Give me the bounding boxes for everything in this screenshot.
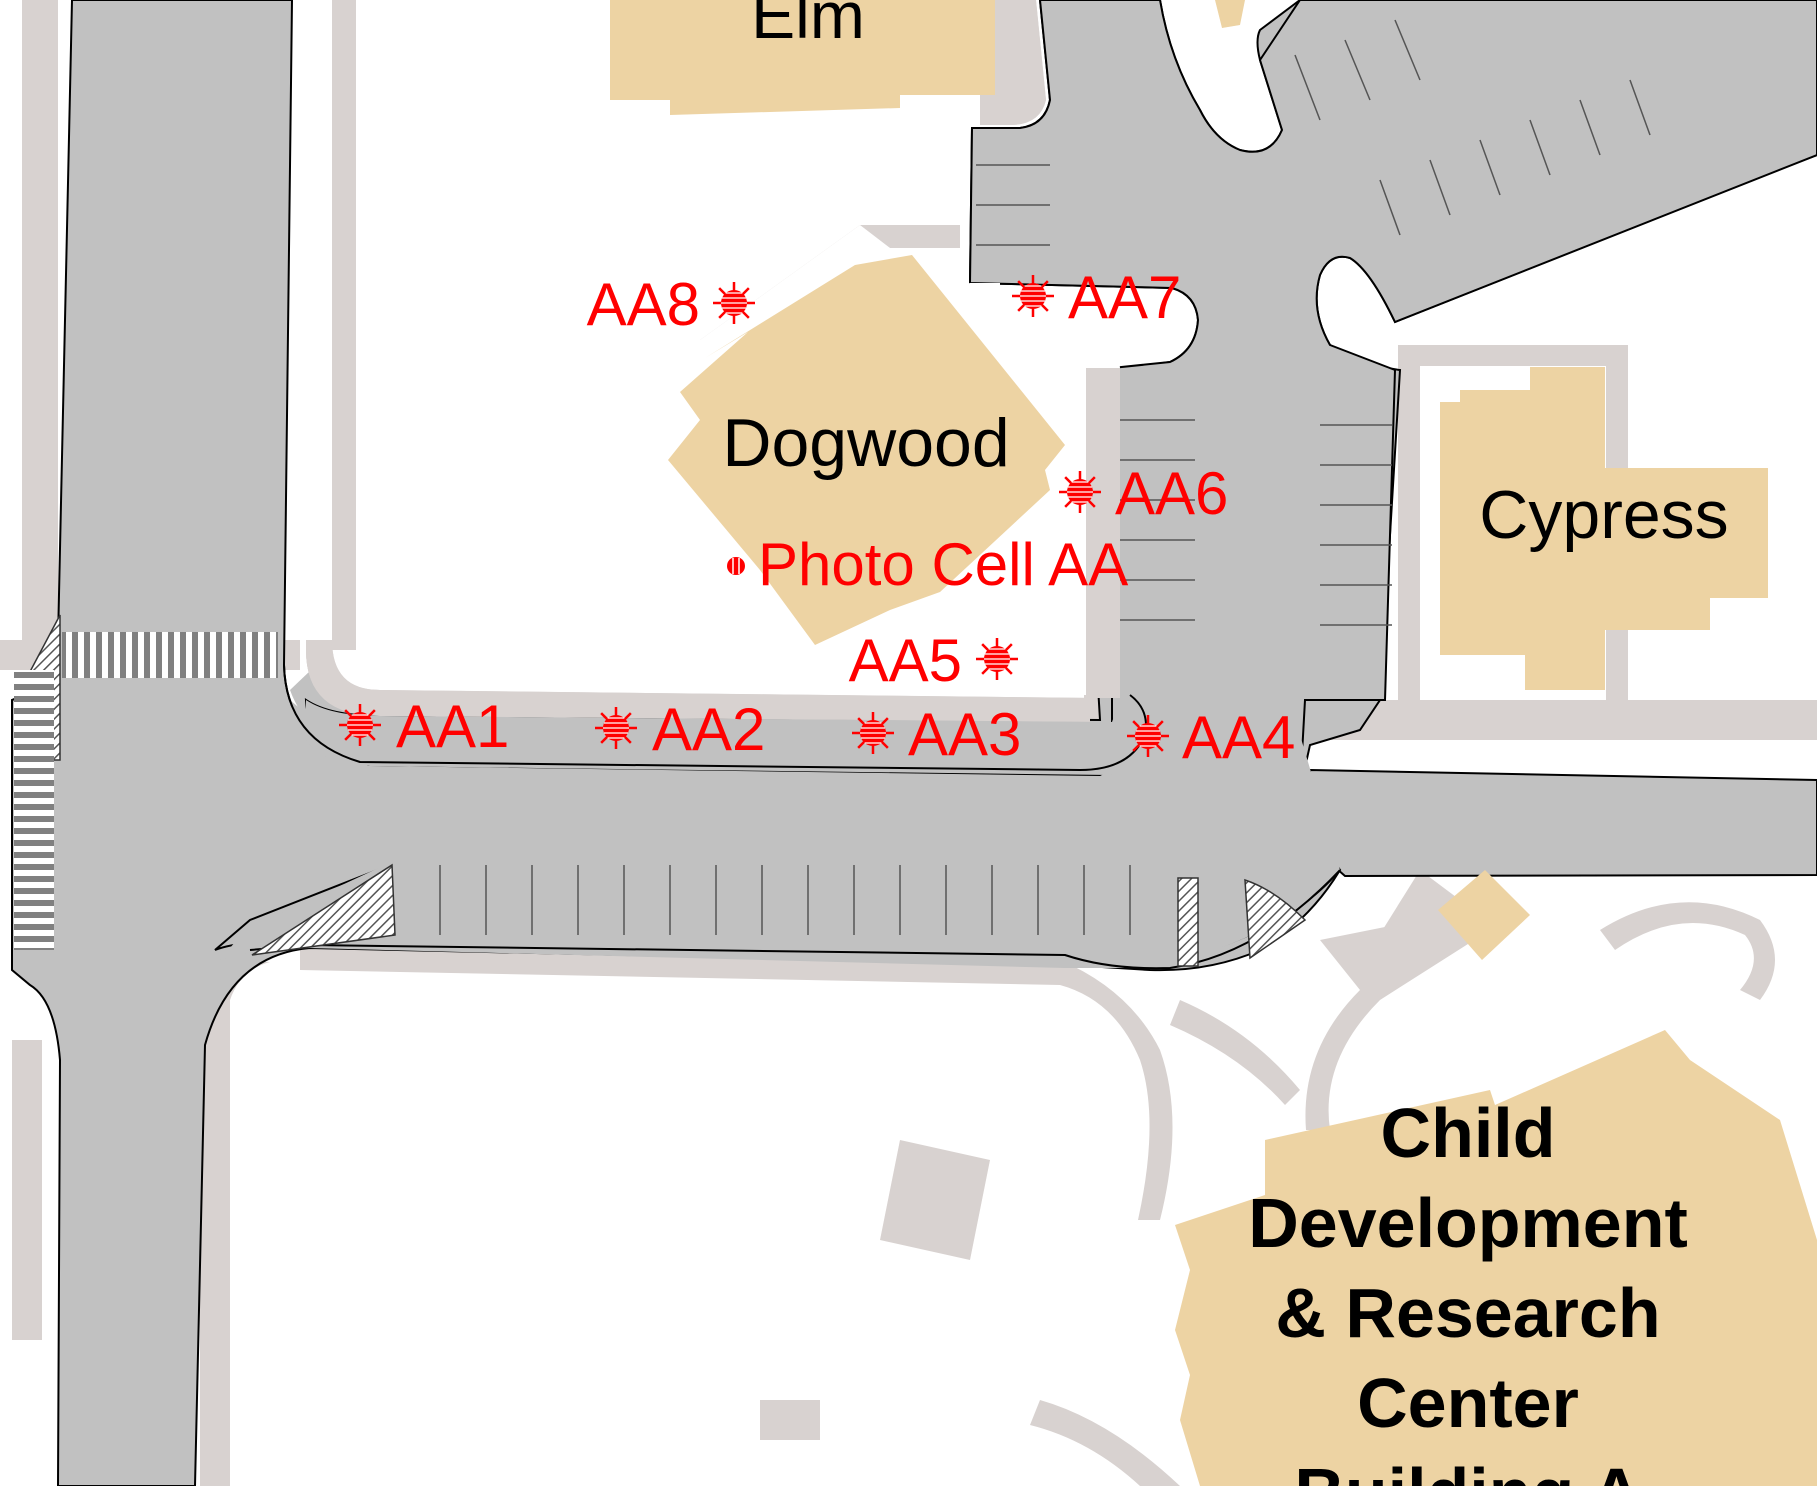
light-aa3[interactable]: AA3 (852, 701, 1021, 768)
label-dogwood: Dogwood (722, 405, 1009, 481)
building-dogwood (668, 255, 1065, 645)
lights-layer: AA1 AA2 AA3 AA4 AA5 AA6 AA7 AA8 (339, 264, 1295, 771)
light-fixture-icon (713, 282, 755, 324)
lot-outline-top (283, 664, 1147, 772)
building-top-small (1215, 0, 1245, 28)
east-road (1309, 768, 1817, 878)
hatched-island-2 (1177, 877, 1199, 967)
dogwood-walk-e (1086, 368, 1120, 698)
building-elm (610, 0, 995, 115)
light-label: AA2 (652, 696, 765, 763)
light-aa7[interactable]: AA7 (1012, 264, 1181, 331)
parking-stalls-ne (1294, 19, 1651, 236)
label-cdrc-line1: Child (1381, 1094, 1556, 1172)
light-label: AA7 (1068, 264, 1181, 331)
photo-cell-icon-stripes (732, 558, 740, 574)
light-aa1[interactable]: AA1 (339, 693, 509, 760)
light-label: AA4 (1182, 704, 1295, 771)
building-cdrc (1175, 1030, 1817, 1486)
label-cdrc-line2: Development (1248, 1184, 1688, 1262)
light-fixture-icon (1127, 715, 1169, 757)
light-aa6[interactable]: AA6 (1059, 460, 1228, 527)
label-cdrc-line4: Center (1357, 1364, 1579, 1442)
light-label: AA3 (908, 701, 1021, 768)
light-aa8[interactable]: AA8 (587, 271, 755, 338)
photo-cell[interactable]: Photo Cell AA (727, 531, 1128, 598)
light-label: AA1 (396, 693, 509, 760)
parking-lane (220, 700, 1340, 968)
label-cdrc-line5: Building A (1294, 1454, 1641, 1486)
light-aa5[interactable]: AA5 (849, 627, 1018, 694)
building-small-diamond (1438, 870, 1530, 960)
dogwood-walk-s (306, 640, 1090, 722)
label-cypress: Cypress (1479, 477, 1728, 553)
light-label: AA5 (849, 627, 962, 694)
light-label: AA6 (1115, 460, 1228, 527)
light-fixture-icon (852, 712, 894, 754)
light-aa4[interactable]: AA4 (1127, 704, 1295, 771)
label-cdrc-line3: & Research (1275, 1274, 1660, 1352)
light-fixture-icon (1059, 471, 1101, 513)
hatched-island-3 (1244, 878, 1307, 960)
buildings (610, 0, 1817, 1486)
light-fixture-icon (595, 707, 637, 749)
building-cypress (1440, 367, 1768, 690)
label-elm: Elm (751, 0, 865, 52)
hatched-island-1 (251, 863, 396, 956)
crosswalk-west (62, 632, 278, 678)
light-fixture-icon (1012, 275, 1054, 317)
light-fixture-icon (339, 704, 381, 746)
photo-cell-icon (727, 557, 745, 575)
crosswalk-left (14, 670, 54, 950)
light-fixture-icon (976, 638, 1018, 680)
parking-stalls-east (976, 164, 1392, 626)
light-label: AA8 (587, 271, 700, 338)
south-drive (306, 700, 1150, 775)
parking-stalls-south (439, 865, 1131, 935)
light-aa2[interactable]: AA2 (595, 696, 765, 763)
photo-cell-label: Photo Cell AA (758, 531, 1128, 598)
